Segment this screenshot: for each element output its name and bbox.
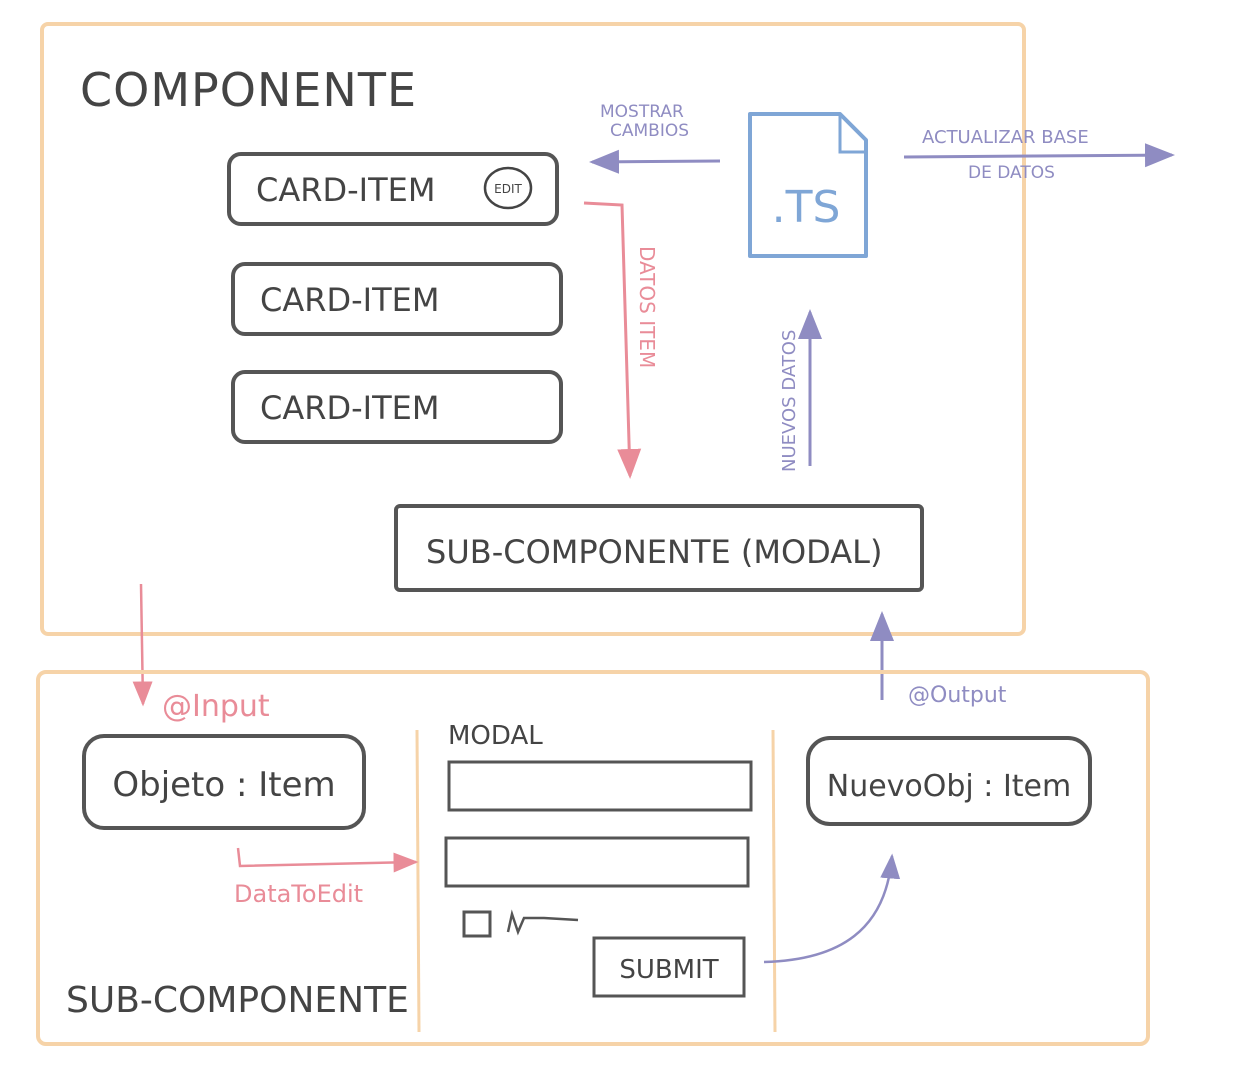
modal-title: MODAL xyxy=(448,721,543,751)
card-item-label: CARD-ITEM xyxy=(260,389,439,427)
card-item-label: CARD-ITEM xyxy=(260,281,439,319)
label-actualizar-2: DE DATOS xyxy=(968,163,1055,183)
label-input: @Input xyxy=(162,689,270,724)
objeto-item-label: Objeto : Item xyxy=(112,765,335,805)
subcomponent-frame xyxy=(36,670,1150,1046)
checkbox-label-scribble xyxy=(506,909,579,936)
label-data-to-edit: DataToEdit xyxy=(234,880,363,908)
subcomponent-modal-box[interactable]: SUB-COMPONENTE (MODAL) xyxy=(394,504,924,592)
card-item-label: CARD-ITEM xyxy=(256,171,435,209)
label-nuevos-datos: NUEVOS DATOS xyxy=(779,330,800,472)
arrow-actualizar-bd xyxy=(903,143,1175,168)
component-frame xyxy=(40,22,1026,636)
card-item-1[interactable]: CARD-ITEM EDIT xyxy=(227,152,559,226)
label-output: @Output xyxy=(908,683,1007,708)
label-actualizar-1: ACTUALIZAR BASE xyxy=(922,127,1089,148)
arrow-datos-item xyxy=(583,201,642,479)
modal-input-2[interactable] xyxy=(444,836,750,888)
edit-button[interactable]: EDIT xyxy=(483,166,533,210)
label-mostrar-2: CAMBIOS xyxy=(610,121,689,141)
subcomponent-title: SUB-COMPONENTE xyxy=(66,980,409,1021)
ts-file-label: .TS xyxy=(772,182,841,233)
subcomponent-modal-label: SUB-COMPONENTE (MODAL) xyxy=(426,533,882,571)
nuevo-obj-item-label: NuevoObj : Item xyxy=(827,769,1071,804)
arrow-submit-to-nuevo xyxy=(763,853,901,964)
nuevo-obj-item-box: NuevoObj : Item xyxy=(806,736,1092,826)
objeto-item-box: Objeto : Item xyxy=(82,734,366,830)
ts-file-icon: .TS xyxy=(748,112,868,258)
modal-checkbox[interactable] xyxy=(462,910,492,938)
divider-left xyxy=(415,729,421,1033)
modal-input-1[interactable] xyxy=(447,760,753,812)
submit-button[interactable]: SUBMIT xyxy=(592,936,746,998)
arrow-data-to-edit xyxy=(236,847,419,873)
label-mostrar-1: MOSTRAR xyxy=(600,102,684,122)
card-item-3[interactable]: CARD-ITEM xyxy=(231,370,563,444)
divider-right xyxy=(771,729,777,1033)
card-item-2[interactable]: CARD-ITEM xyxy=(231,262,563,336)
submit-button-label: SUBMIT xyxy=(619,955,718,985)
label-datos-item: DATOS ITEM xyxy=(635,246,659,368)
arrow-mostrar-cambios xyxy=(589,149,721,174)
edit-button-label: EDIT xyxy=(494,182,522,196)
arrow-input xyxy=(132,583,153,707)
component-title: COMPONENTE xyxy=(80,63,417,117)
